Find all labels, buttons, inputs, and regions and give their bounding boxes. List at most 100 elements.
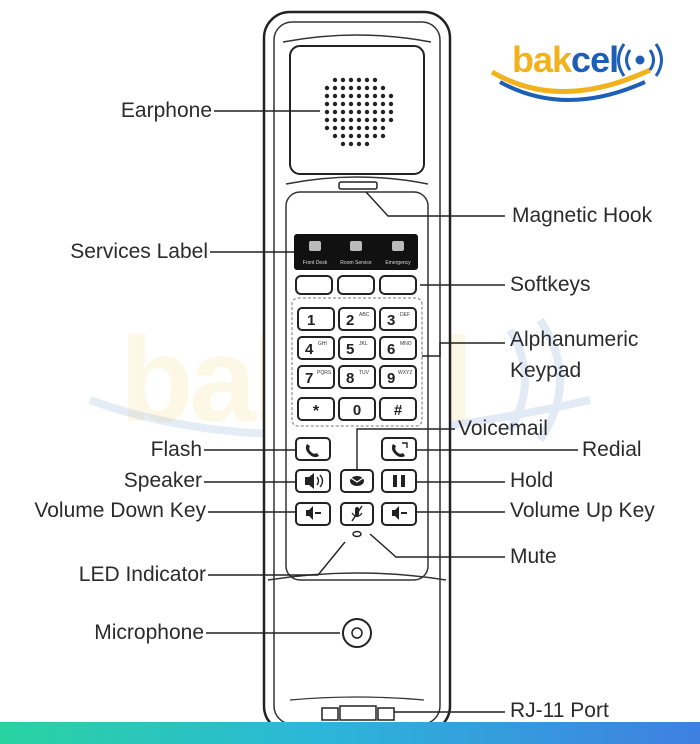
rj11-right-tab xyxy=(377,707,395,721)
key-3-letters: DEF xyxy=(400,312,410,318)
label-volume-up: Volume Up Key xyxy=(510,499,655,522)
speaker-button[interactable] xyxy=(295,469,331,493)
grille-hole xyxy=(388,101,394,107)
volume-down-button[interactable] xyxy=(295,502,331,526)
label-magnetic-hook: Magnetic Hook xyxy=(512,204,653,227)
grille-hole xyxy=(348,125,354,131)
service-btn-3: Emergency xyxy=(385,260,411,266)
mute-mic-icon xyxy=(351,505,363,522)
grille-hole xyxy=(388,93,394,99)
envelope-icon xyxy=(350,476,364,486)
brand-part1: bak xyxy=(512,39,572,80)
grille-hole xyxy=(356,93,362,99)
grille-hole xyxy=(332,109,338,115)
key-2-digit: 2 xyxy=(346,312,354,329)
pause-icon xyxy=(393,475,405,487)
grille-hole xyxy=(372,133,378,139)
grille-hole xyxy=(364,117,370,123)
key-4-letters: GHI xyxy=(318,341,327,347)
grille-hole xyxy=(324,125,330,131)
grille-hole xyxy=(372,109,378,115)
grille-hole xyxy=(324,117,330,123)
key-3-digit: 3 xyxy=(387,312,395,329)
mute-button[interactable] xyxy=(340,502,374,526)
grille-hole xyxy=(380,109,386,115)
key-8-digit: 8 xyxy=(346,370,354,387)
grille-hole xyxy=(340,117,346,123)
voicemail-button[interactable] xyxy=(340,469,374,493)
grille-hole xyxy=(324,85,330,91)
key-hash[interactable]: # xyxy=(379,397,417,421)
volume-up-button[interactable] xyxy=(381,502,417,526)
volume-down-icon xyxy=(306,506,321,520)
brand-part2: cel xyxy=(571,39,619,80)
key-star-symbol: * xyxy=(313,403,320,420)
grille-hole xyxy=(364,85,370,91)
label-voicemail: Voicemail xyxy=(458,417,548,440)
key-1-digit: 1 xyxy=(307,312,315,329)
label-speaker: Speaker xyxy=(123,469,202,492)
services-strip xyxy=(294,234,418,270)
grille-hole xyxy=(364,125,370,131)
key-5-digit: 5 xyxy=(346,341,354,358)
lower-body-curve xyxy=(267,572,447,581)
grille-hole xyxy=(356,109,362,115)
key-0-digit: 0 xyxy=(353,402,361,419)
key-hash-symbol: # xyxy=(394,402,403,419)
grille-hole xyxy=(356,125,362,131)
earphone-panel xyxy=(289,45,425,175)
grille-hole xyxy=(380,93,386,99)
key-0[interactable]: 0 xyxy=(338,397,376,421)
flash-button[interactable] xyxy=(295,437,331,461)
grille-hole xyxy=(380,117,386,123)
grille-hole xyxy=(356,141,362,147)
grille-hole xyxy=(388,109,394,115)
grille-hole xyxy=(356,117,362,123)
logo-swoosh-blue xyxy=(499,80,646,102)
grille-hole xyxy=(340,109,346,115)
grille-hole xyxy=(348,109,354,115)
grille-hole xyxy=(332,125,338,131)
key-7-letters: PQRS xyxy=(317,370,332,376)
hold-button[interactable] xyxy=(381,469,417,493)
keypad-plate xyxy=(285,191,429,581)
key-7-digit: 7 xyxy=(305,370,313,387)
grille-hole xyxy=(332,133,338,139)
phone-handset-icon xyxy=(305,444,319,458)
grille-hole xyxy=(332,117,338,123)
label-rj11: RJ-11 Port xyxy=(510,699,609,722)
label-flash: Flash xyxy=(150,438,202,461)
bottom-gradient-bar xyxy=(0,722,700,744)
key-star[interactable]: * xyxy=(297,397,335,421)
key-8-letters: TUV xyxy=(359,370,370,376)
rj11-left-tab xyxy=(321,707,339,721)
grille-hole xyxy=(380,101,386,107)
grille-hole xyxy=(340,77,346,83)
key-2-letters: ABC xyxy=(359,312,370,318)
key-2[interactable]: 2 ABC xyxy=(338,307,376,331)
grille-hole xyxy=(324,109,330,115)
label-hold: Hold xyxy=(510,469,554,492)
grille-hole xyxy=(372,77,378,83)
key-3[interactable]: 3 DEF xyxy=(379,307,417,331)
service-btn-1: Front Desk xyxy=(303,260,328,266)
softkey-3[interactable] xyxy=(379,275,417,295)
grille-hole xyxy=(364,133,370,139)
redial-button[interactable] xyxy=(381,437,417,461)
softkey-1[interactable] xyxy=(295,275,333,295)
grille-hole xyxy=(340,101,346,107)
keypad-area xyxy=(291,297,423,427)
grille-hole xyxy=(380,85,386,91)
key-7[interactable]: 7 PQRS xyxy=(297,365,335,389)
softkey-2[interactable] xyxy=(337,275,375,295)
grille-hole xyxy=(332,77,338,83)
key-1[interactable]: 1 xyxy=(297,307,335,331)
grille-hole xyxy=(340,125,346,131)
key-8[interactable]: 8 TUV xyxy=(338,365,376,389)
grille-hole xyxy=(372,85,378,91)
